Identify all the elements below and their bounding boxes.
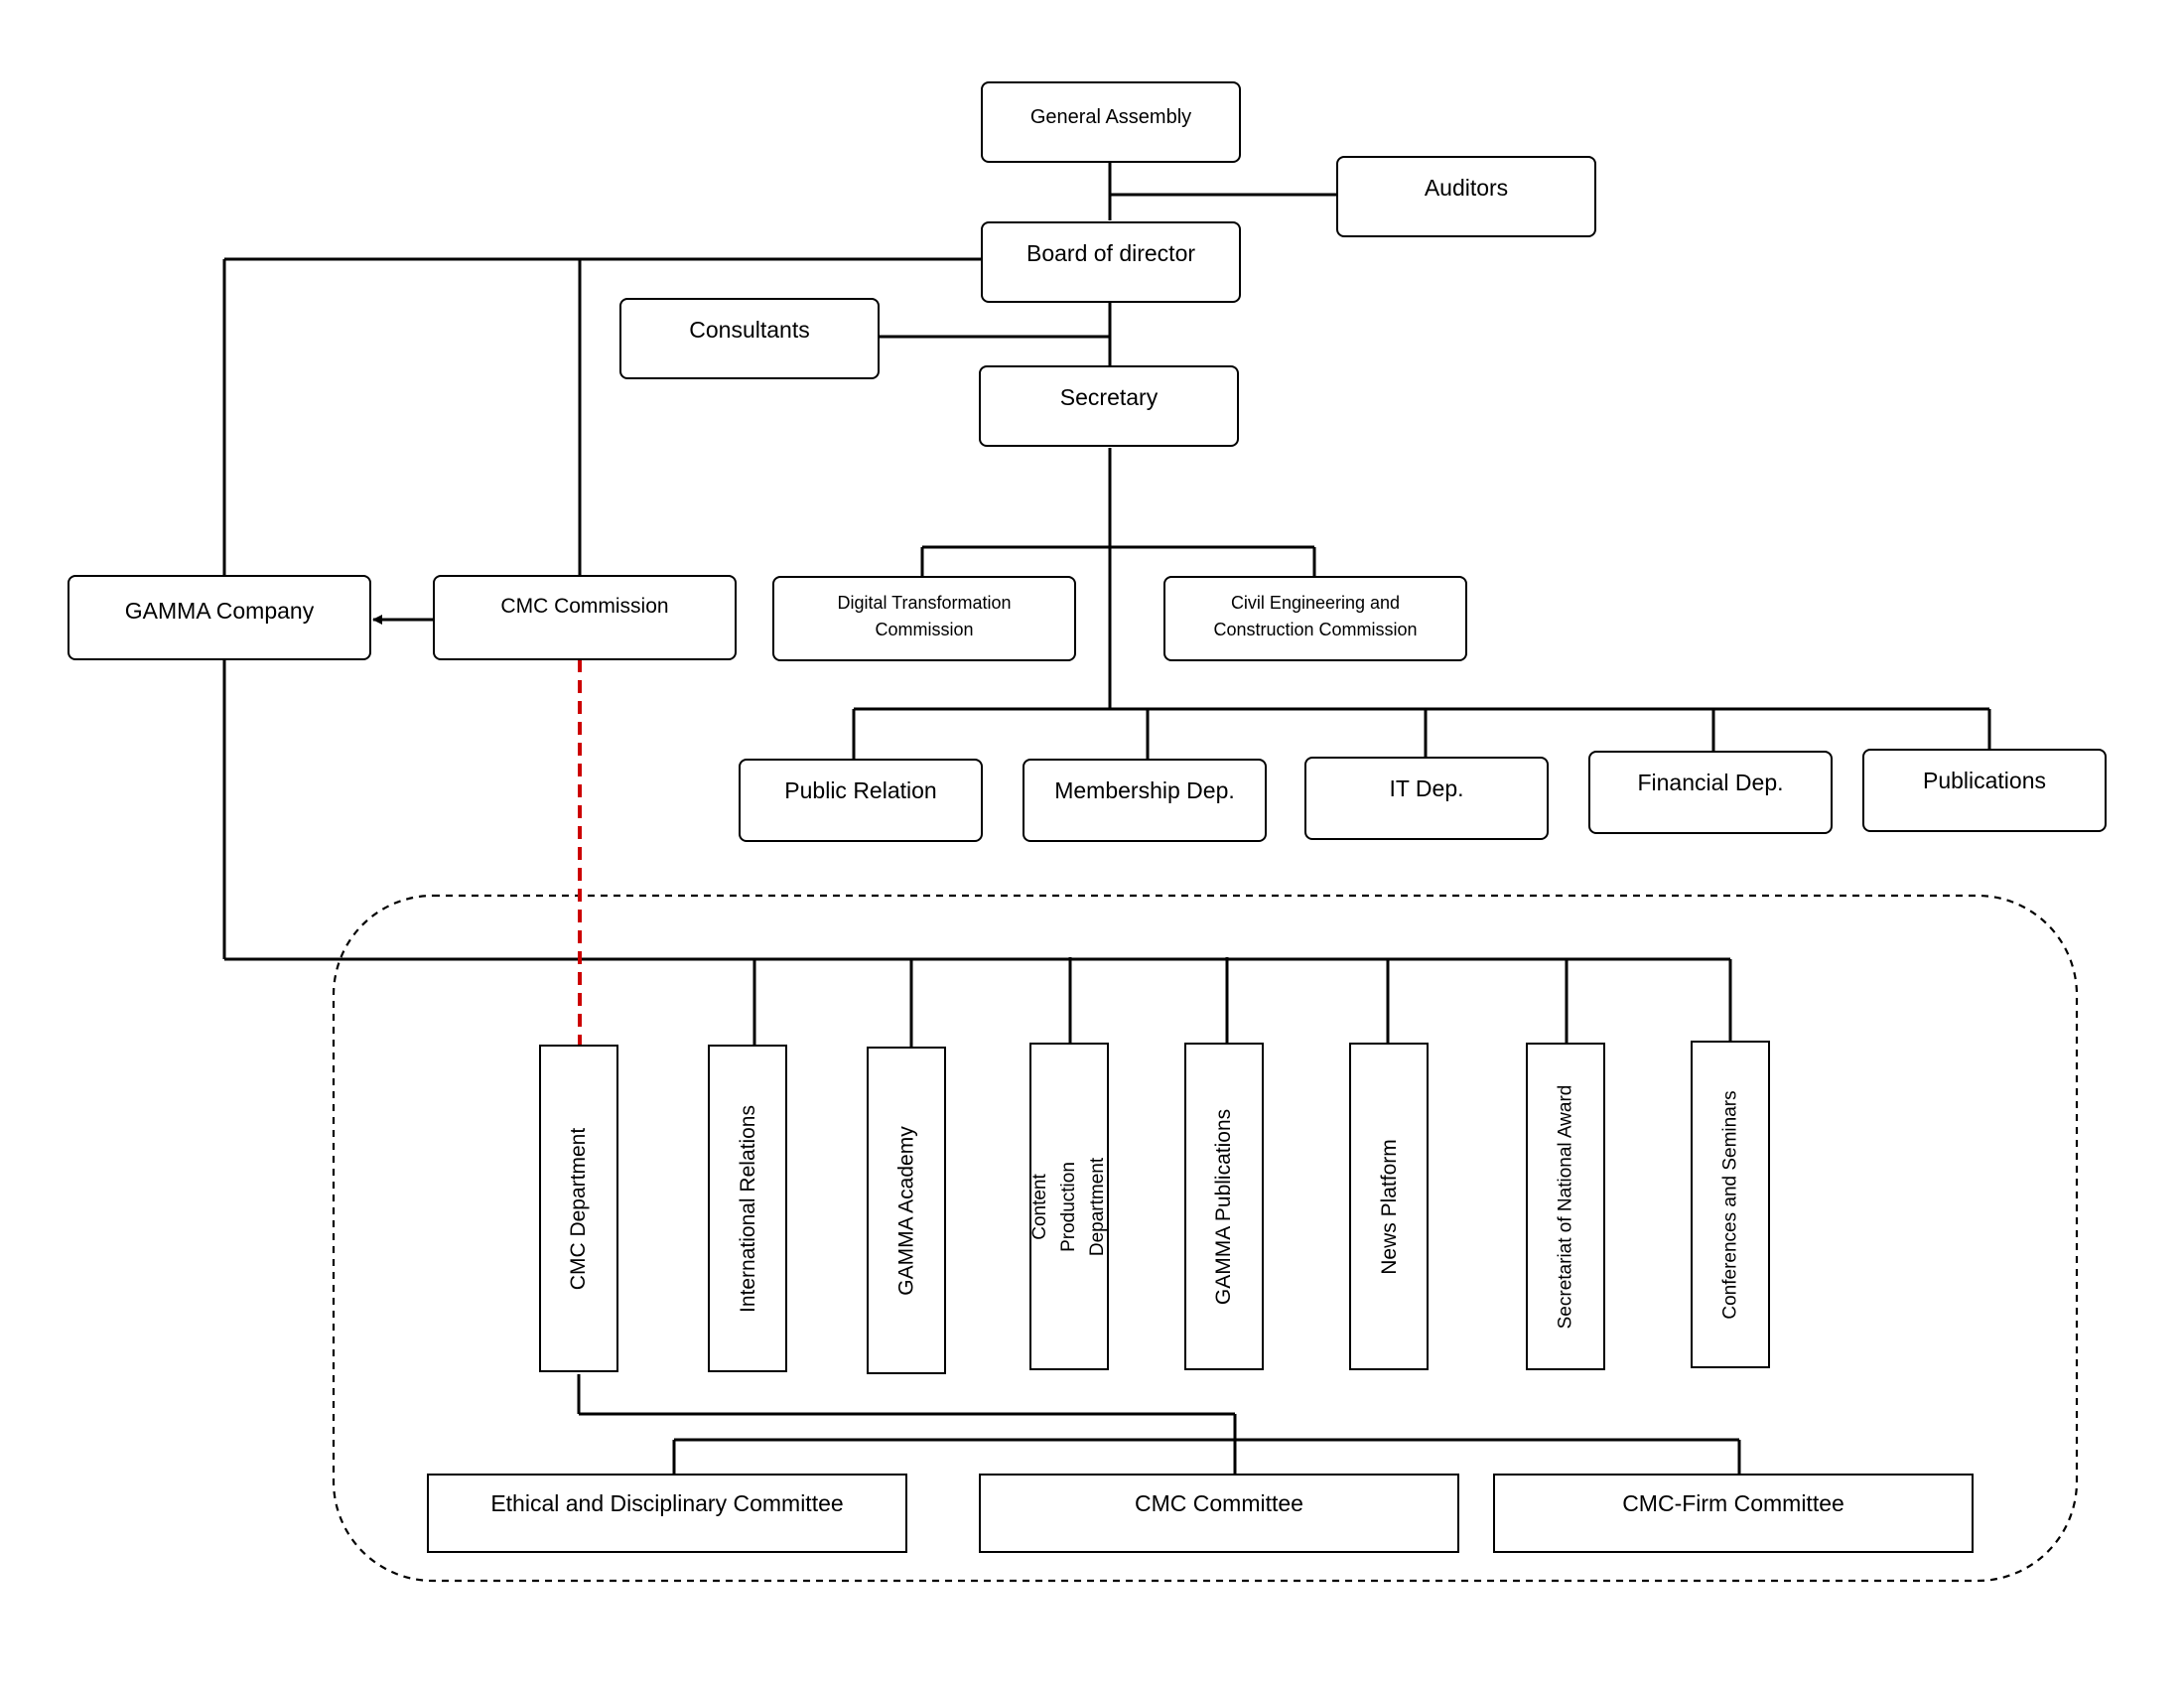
node-label: CMC-Firm Committee (1622, 1490, 1844, 1516)
node-label: CMC Commission (500, 595, 669, 618)
node-label: Public Relation (784, 777, 937, 803)
node-label: GAMMA Company (124, 598, 315, 624)
node-label: GAMMA Publications (1212, 1108, 1236, 1305)
node-label: Digital Transformation Commission (837, 593, 1012, 639)
node-consultants: Consultants (619, 298, 880, 379)
node-ethical-disciplinary-committee: Ethical and Disciplinary Committee (427, 1474, 907, 1553)
node-international-relations: International Relations (708, 1045, 787, 1372)
node-cmc-firm-committee: CMC-Firm Committee (1493, 1474, 1974, 1553)
node-digital-transformation-commission: Digital Transformation Commission (772, 576, 1076, 661)
node-label: International Relations (736, 1104, 759, 1313)
node-label: Financial Dep. (1637, 770, 1784, 795)
node-civil-engineering-commission: Civil Engineering and Construction Commi… (1163, 576, 1467, 661)
node-it-dep: IT Dep. (1304, 757, 1549, 840)
node-gamma-publications: GAMMA Publications (1184, 1043, 1264, 1370)
unit-group-frame (332, 894, 2079, 1583)
node-content-production-department: Content Production Department (1029, 1043, 1109, 1370)
node-label: Board of director (1025, 240, 1196, 266)
node-label: Consultants (689, 317, 810, 343)
node-auditors: Auditors (1336, 156, 1596, 237)
node-conferences-and-seminars: Conferences and Seminars (1691, 1041, 1770, 1368)
node-label: Membership Dep. (1054, 777, 1235, 803)
node-label: Conferences and Seminars (1719, 1089, 1741, 1320)
node-board-of-director: Board of director (981, 221, 1241, 303)
node-label: Secretary (1059, 384, 1159, 410)
node-label: IT Dep. (1389, 775, 1464, 801)
node-gamma-company: GAMMA Company (68, 575, 371, 660)
node-label: CMC Department (567, 1127, 591, 1290)
node-label: Publications (1922, 768, 2047, 793)
node-label: Content Production Department (1029, 1157, 1109, 1256)
node-public-relation: Public Relation (739, 759, 983, 842)
node-news-platform: News Platform (1349, 1043, 1429, 1370)
node-label: News Platform (1377, 1138, 1401, 1275)
node-label: Auditors (1424, 175, 1509, 201)
node-cmc-department: CMC Department (539, 1045, 618, 1372)
node-cmc-commission: CMC Commission (433, 575, 737, 660)
node-secretary: Secretary (979, 365, 1239, 447)
node-general-assembly: General Assembly (981, 81, 1241, 163)
node-gamma-academy: GAMMA Academy (867, 1047, 946, 1374)
node-cmc-committee: CMC Committee (979, 1474, 1459, 1553)
node-financial-dep: Financial Dep. (1588, 751, 1833, 834)
node-secretariat-of-national-award: Secretariat of National Award (1526, 1043, 1605, 1370)
node-label: Secretariat of National Award (1555, 1084, 1576, 1329)
node-membership-dep: Membership Dep. (1023, 759, 1267, 842)
node-label: Ethical and Disciplinary Committee (490, 1490, 844, 1516)
node-publications: Publications (1862, 749, 2107, 832)
node-label: General Assembly (1029, 106, 1192, 128)
node-label: CMC Committee (1135, 1490, 1303, 1516)
node-label: GAMMA Academy (894, 1125, 918, 1296)
node-label: Civil Engineering and Construction Commi… (1213, 593, 1418, 639)
